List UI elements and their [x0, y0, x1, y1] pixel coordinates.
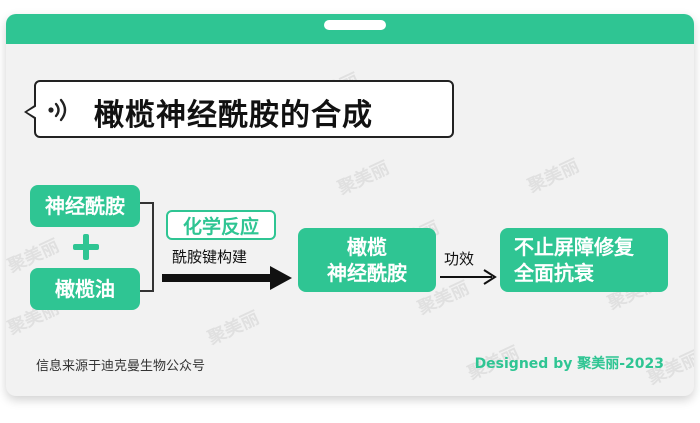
input-ceramide-box: 神经酰胺 — [30, 185, 140, 227]
watermark: 聚美丽 — [524, 155, 583, 198]
source-note: 信息来源于迪克曼生物公众号 — [36, 359, 206, 374]
effect-label: 功效 — [444, 250, 475, 268]
result-box: 不止屏障修复 全面抗衰 — [500, 228, 668, 292]
result-line-2: 全面抗衰 — [514, 261, 594, 285]
reaction-type-box: 化学反应 — [166, 210, 276, 240]
input-ceramide-label: 神经酰胺 — [45, 194, 125, 218]
designer-credit: Designed by 聚美丽-2023 — [474, 356, 664, 372]
sound-wave-icon — [48, 98, 67, 122]
input-olive-oil-label: 橄榄油 — [55, 277, 115, 301]
info-card: 聚美丽 聚美丽 聚美丽 聚美丽 聚美丽 聚美丽 聚美丽 聚美丽 聚美丽 聚美丽 … — [6, 14, 694, 396]
reaction-sublabel: 酰胺键构建 — [172, 248, 248, 266]
header-notch — [324, 20, 386, 30]
watermark: 聚美丽 — [204, 307, 263, 350]
input-olive-oil-box: 橄榄油 — [30, 268, 140, 310]
product-line-2: 神经酰胺 — [327, 261, 407, 285]
watermark: 聚美丽 — [334, 157, 393, 200]
result-line-1: 不止屏障修复 — [514, 235, 634, 259]
card-header-bar — [6, 14, 694, 44]
product-box: 橄榄 神经酰胺 — [298, 228, 436, 292]
plus-icon — [73, 234, 99, 260]
right-arrow-icon — [162, 266, 292, 290]
reaction-type-label: 化学反应 — [182, 215, 259, 238]
right-arrow-icon — [440, 269, 497, 285]
product-line-1: 橄榄 — [347, 235, 387, 259]
merge-bracket — [140, 202, 154, 292]
title-callout: 橄榄神经酰胺的合成 — [24, 80, 454, 138]
page-title: 橄榄神经酰胺的合成 — [94, 98, 373, 133]
